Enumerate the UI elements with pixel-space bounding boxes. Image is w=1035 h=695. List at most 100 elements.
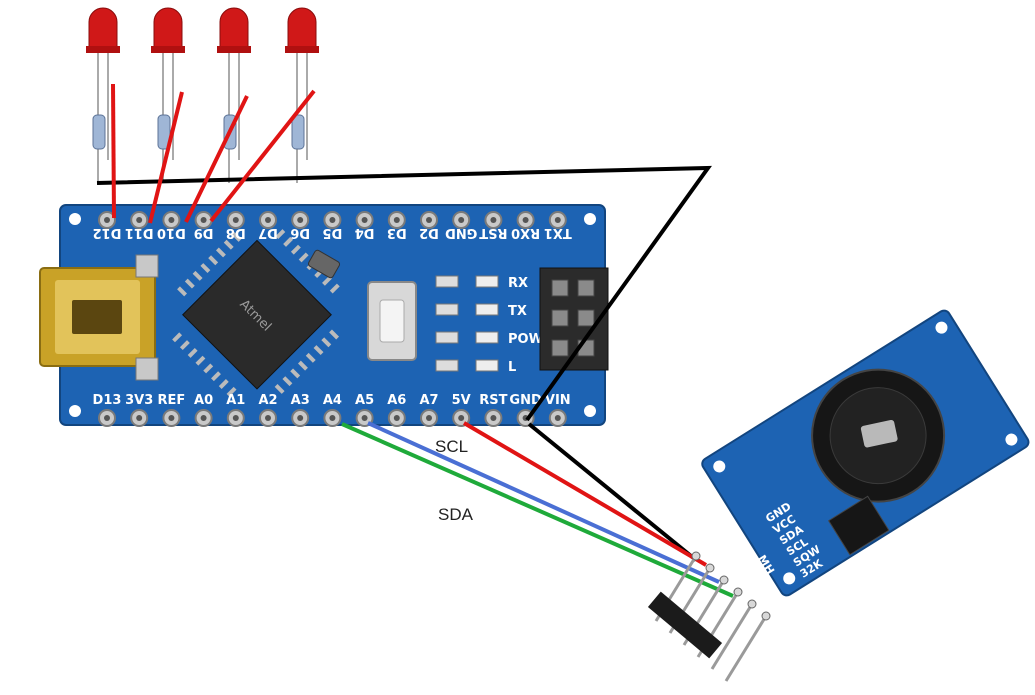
indicator-label: RX xyxy=(508,276,528,291)
vcc-wire xyxy=(462,421,708,567)
pin-label: A7 xyxy=(419,393,438,408)
pin-label: D13 xyxy=(93,393,122,408)
top-pin-rx0: RX0 xyxy=(511,211,540,240)
bottom-pin-a6: A6 xyxy=(387,393,406,427)
pin-label: A1 xyxy=(226,393,245,408)
wires: SCL SDA xyxy=(96,83,734,598)
bottom-pin-a1: A1 xyxy=(226,393,245,427)
top-pin-d10: D10 xyxy=(157,211,186,240)
pin-label: GND xyxy=(445,225,478,240)
indicator-label: L xyxy=(508,360,516,375)
led-wire-d11 xyxy=(148,91,184,224)
pin-label: 5V xyxy=(452,393,471,408)
pin-label: D2 xyxy=(419,225,439,240)
top-pin-d5: D5 xyxy=(322,211,342,240)
led-icon xyxy=(151,7,185,183)
bottom-pin-d13: D13 xyxy=(93,393,122,427)
sda-wire xyxy=(341,422,734,598)
pin-label: D3 xyxy=(387,225,407,240)
rtc-header-pins xyxy=(647,551,771,682)
pin-label: A5 xyxy=(355,393,374,408)
crystal xyxy=(307,249,341,279)
top-pin-d2: D2 xyxy=(419,211,439,240)
bottom-pin-a7: A7 xyxy=(419,393,439,427)
top-pin-d12: D12 xyxy=(93,211,122,240)
pin-label: REF xyxy=(158,393,186,408)
pin-label: D12 xyxy=(93,225,122,240)
led-icon xyxy=(86,7,120,183)
top-pin-tx1: TX1 xyxy=(544,211,572,240)
top-pin-rst: RST xyxy=(479,211,508,240)
pin-label: A3 xyxy=(291,393,310,408)
sda-label: SDA xyxy=(438,505,474,524)
mount-hole xyxy=(584,213,596,225)
header-pin xyxy=(710,603,754,670)
led-wire-d12 xyxy=(111,83,116,219)
indicator-pow: POW xyxy=(435,331,543,347)
top-pin-d9: D9 xyxy=(194,211,214,240)
pin-label: RX0 xyxy=(511,225,540,240)
pin-label: D8 xyxy=(226,225,246,240)
pin-label: GND xyxy=(509,393,542,408)
indicator-l: L xyxy=(435,359,516,375)
resistor-icon xyxy=(92,114,106,150)
mount-hole xyxy=(783,572,796,585)
top-pin-d7: D7 xyxy=(258,211,278,240)
indicator-leds: RX TX POW L xyxy=(435,275,543,375)
top-pin-d11: D11 xyxy=(125,211,154,240)
pin-label: VIN xyxy=(545,393,571,408)
indicator-label: TX xyxy=(508,304,527,319)
pin-label: A4 xyxy=(323,393,342,408)
mount-hole xyxy=(69,213,81,225)
mount-hole xyxy=(713,460,726,473)
pin-label: TX1 xyxy=(544,225,572,240)
top-pin-d8: D8 xyxy=(226,211,246,240)
pin-label: D10 xyxy=(157,225,186,240)
bottom-pin-3v3: 3V3 xyxy=(125,393,153,427)
indicator-tx: TX xyxy=(435,303,527,319)
pin-label: A6 xyxy=(387,393,406,408)
top-pin-d4: D4 xyxy=(355,211,375,240)
led-wire-d9 xyxy=(209,89,316,223)
bottom-pin-rst: RST xyxy=(479,393,508,427)
header-pin xyxy=(724,615,768,682)
pin-label: D7 xyxy=(258,225,278,240)
bottom-pin-a4: A4 xyxy=(323,393,342,427)
pin-label: A0 xyxy=(194,393,213,408)
resistor-icon xyxy=(157,114,171,150)
bottom-pin-5v: 5V xyxy=(452,393,471,427)
mount-hole xyxy=(935,321,948,334)
reset-button[interactable] xyxy=(367,281,417,361)
usb-mini-connector xyxy=(39,254,159,381)
indicator-label: POW xyxy=(508,332,543,347)
pin-label: D5 xyxy=(322,225,342,240)
pin-label: D11 xyxy=(125,225,154,240)
pin-label: RST xyxy=(479,393,507,408)
bottom-pin-a3: A3 xyxy=(291,393,310,427)
bottom-pin-a2: A2 xyxy=(258,393,278,427)
led-icon xyxy=(285,7,319,183)
pin-label: 3V3 xyxy=(125,393,153,408)
top-pin-d3: D3 xyxy=(387,211,407,240)
coin-cell-holder xyxy=(811,368,946,556)
top-pin-d6: D6 xyxy=(290,211,310,240)
pin-label: RST xyxy=(479,225,507,240)
scl-wire xyxy=(367,421,720,584)
atmega-chip: Atmel xyxy=(172,229,340,397)
pin-label: D9 xyxy=(194,225,214,240)
bottom-pin-a0: A0 xyxy=(194,393,213,427)
indicator-rx: RX xyxy=(435,275,528,291)
pin-label: D6 xyxy=(290,225,310,240)
led-group xyxy=(86,7,319,183)
top-pin-gnd: GND xyxy=(445,211,478,240)
bottom-pin-ref: REF xyxy=(158,393,186,427)
resistor-icon xyxy=(291,114,305,150)
bottom-pin-vin: VIN xyxy=(545,393,571,427)
